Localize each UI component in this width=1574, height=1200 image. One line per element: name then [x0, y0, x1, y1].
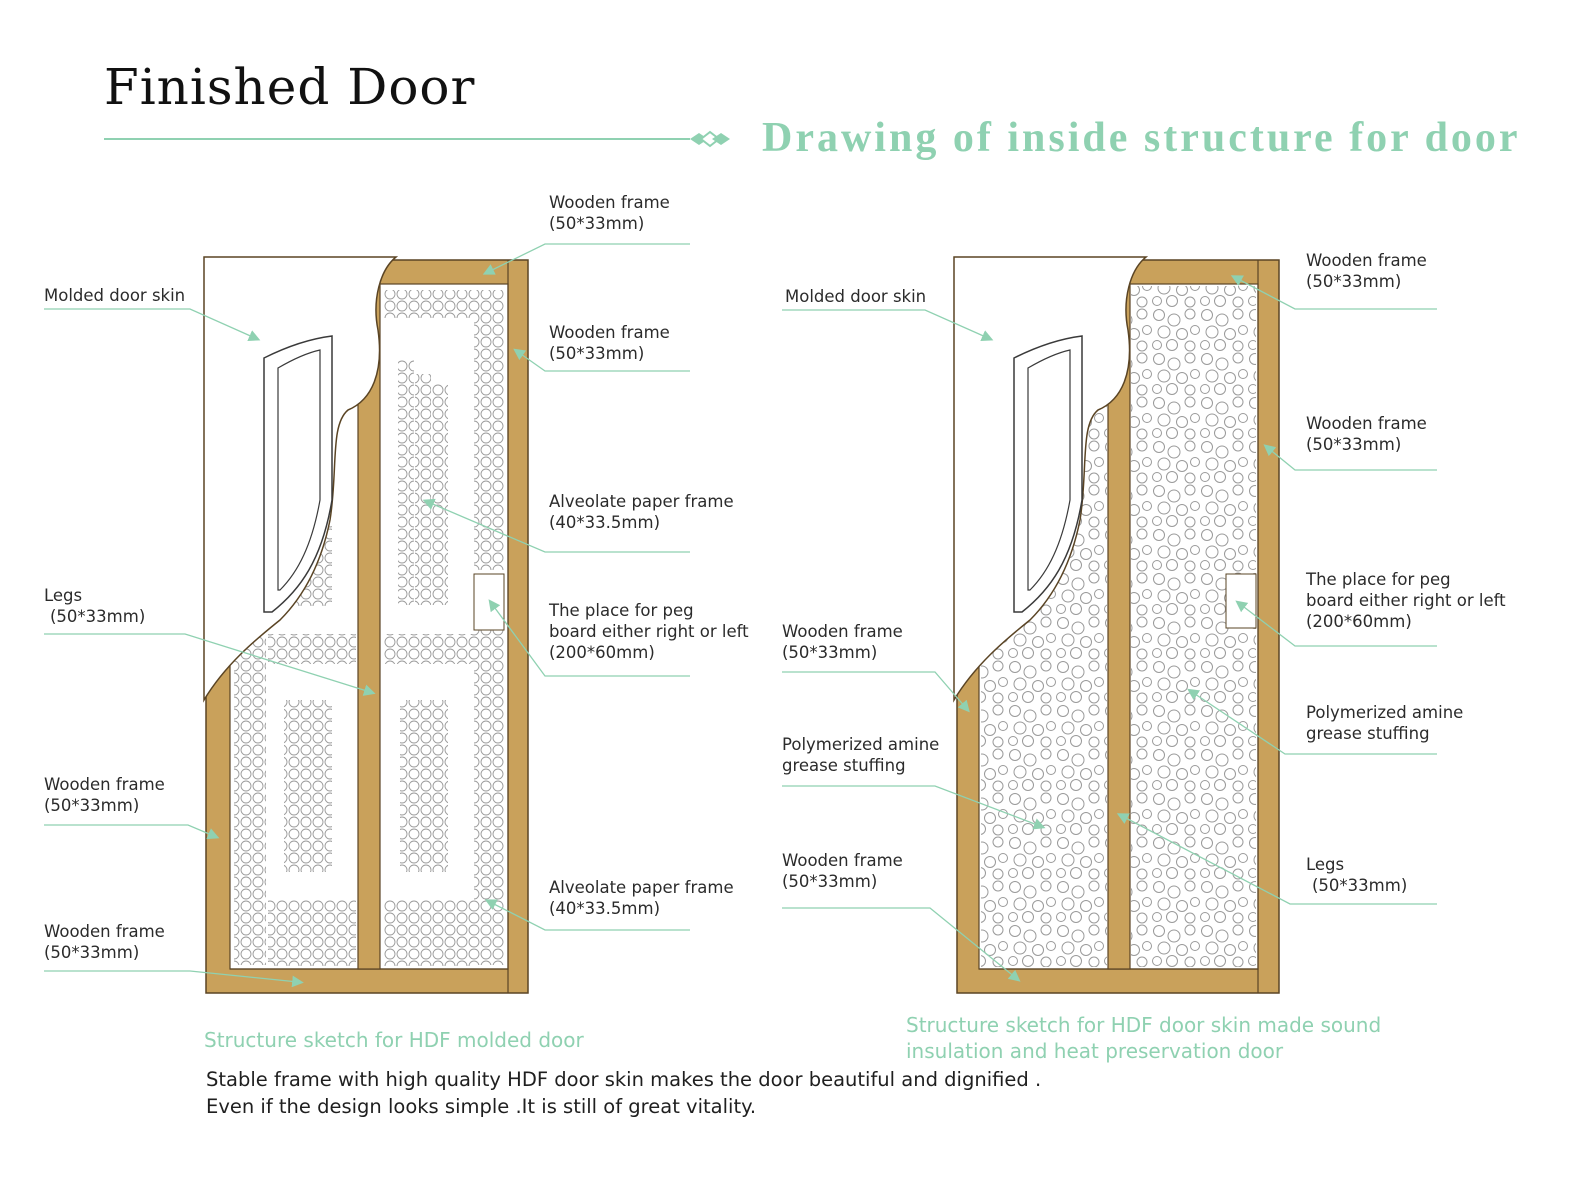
label-line: (50*33mm)	[50, 607, 146, 626]
right-caption: Structure sketch for HDF door skin made …	[906, 1012, 1381, 1064]
molded-door-skin	[203, 256, 399, 703]
label-grease-stuffing-right: Polymerized amine grease stuffing	[1306, 702, 1463, 744]
peg-board-place	[473, 573, 505, 631]
label-line: Legs	[1306, 855, 1345, 874]
diagram-subtitle: Drawing of inside structure for door	[762, 115, 1521, 161]
description-line: Stable frame with high quality HDF door …	[206, 1068, 1042, 1091]
molded-door-skin	[953, 256, 1149, 703]
label-line: (200*60mm)	[549, 643, 655, 662]
label-line: Wooden frame	[1306, 414, 1427, 433]
label-line: Wooden frame	[44, 922, 165, 941]
label-line: Wooden frame	[549, 323, 670, 342]
label-wooden-frame-left: Wooden frame (50*33mm)	[782, 621, 903, 663]
label-wooden-frame-bottom: Wooden frame (50*33mm)	[782, 850, 903, 892]
label-line: The place for peg	[549, 601, 694, 620]
label-line: (50*33mm)	[782, 872, 878, 891]
alveolate-strip	[284, 700, 332, 872]
left-caption: Structure sketch for HDF molded door	[204, 1027, 584, 1053]
alveolate-strip	[234, 634, 266, 965]
label-line: Legs	[44, 586, 83, 605]
label-line: (50*33mm)	[782, 643, 878, 662]
label-line: Wooden frame	[782, 851, 903, 870]
label-line: Molded door skin	[44, 286, 186, 305]
caption-line: insulation and heat preservation door	[906, 1039, 1284, 1063]
label-peg-board: The place for peg board either right or …	[1306, 569, 1506, 632]
label-wooden-frame-top: Wooden frame (50*33mm)	[1306, 250, 1427, 292]
label-line: (40*33.5mm)	[549, 513, 661, 532]
label-line: (50*33mm)	[549, 214, 645, 233]
description-line: Even if the design looks simple .It is s…	[206, 1095, 757, 1118]
label-wooden-frame-right: Wooden frame (50*33mm)	[1306, 413, 1427, 455]
label-line: (40*33.5mm)	[549, 899, 661, 918]
label-legs: Legs (50*33mm)	[44, 585, 145, 627]
label-wooden-frame-top: Wooden frame (50*33mm)	[549, 192, 670, 234]
label-line: (200*60mm)	[1306, 612, 1412, 631]
label-alveolate-paper-frame: Alveolate paper frame (40*33.5mm)	[549, 877, 734, 919]
label-line: Wooden frame	[782, 622, 903, 641]
alveolate-strip	[474, 630, 504, 965]
label-wooden-frame-left: Wooden frame (50*33mm)	[44, 774, 165, 816]
label-line: Molded door skin	[785, 287, 927, 306]
alveolate-strip	[398, 360, 414, 605]
label-alveolate-paper-frame: Alveolate paper frame (40*33.5mm)	[549, 491, 734, 533]
label-line: grease stuffing	[1306, 724, 1430, 743]
label-line: Alveolate paper frame	[549, 878, 734, 897]
label-line: Alveolate paper frame	[549, 492, 734, 511]
header-rule	[104, 130, 730, 148]
alveolate-strip	[384, 290, 474, 318]
label-wooden-frame-right: Wooden frame (50*33mm)	[549, 322, 670, 364]
label-line: Polymerized amine	[1306, 703, 1464, 722]
alveolate-strip	[384, 634, 474, 664]
left-leader-lines	[44, 243, 690, 988]
label-line: Wooden frame	[549, 193, 670, 212]
label-line: Polymerized amine	[782, 735, 940, 754]
label-line: Wooden frame	[44, 775, 165, 794]
alveolate-strip	[384, 900, 474, 966]
label-line: The place for peg	[1306, 570, 1451, 589]
alveolate-strip	[268, 900, 356, 966]
label-molded-door-skin: Molded door skin	[44, 285, 185, 306]
right-door	[953, 256, 1280, 994]
label-line: Wooden frame	[1306, 251, 1427, 270]
peg-board-place	[1225, 573, 1257, 629]
caption-line: Structure sketch for HDF door skin made …	[906, 1013, 1382, 1037]
label-peg-board: The place for peg board either right or …	[549, 600, 749, 663]
label-line: (50*33mm)	[44, 943, 140, 962]
alveolate-strip	[400, 700, 448, 872]
right-leader-lines	[782, 275, 1437, 982]
label-line: (50*33mm)	[1306, 272, 1402, 291]
label-grease-stuffing-left: Polymerized amine grease stuffing	[782, 734, 939, 776]
label-line: (50*33mm)	[44, 796, 140, 815]
page-title: Finished Door	[104, 58, 476, 116]
label-line: (50*33mm)	[549, 344, 645, 363]
caption-line: Structure sketch for HDF molded door	[204, 1028, 584, 1052]
description: Stable frame with high quality HDF door …	[206, 1066, 1041, 1120]
label-wooden-frame-bottom: Wooden frame (50*33mm)	[44, 921, 165, 963]
label-line: grease stuffing	[782, 756, 906, 775]
label-line: board either right or left	[549, 622, 749, 641]
label-legs: Legs (50*33mm)	[1306, 854, 1407, 896]
alveolate-strip	[432, 384, 448, 605]
label-line: (50*33mm)	[1306, 435, 1402, 454]
label-molded-door-skin: Molded door skin	[785, 286, 926, 307]
label-line: (50*33mm)	[1312, 876, 1408, 895]
alveolate-strip	[268, 634, 356, 664]
label-line: board either right or left	[1306, 591, 1506, 610]
left-door	[203, 256, 529, 994]
alveolate-strip	[415, 374, 431, 605]
